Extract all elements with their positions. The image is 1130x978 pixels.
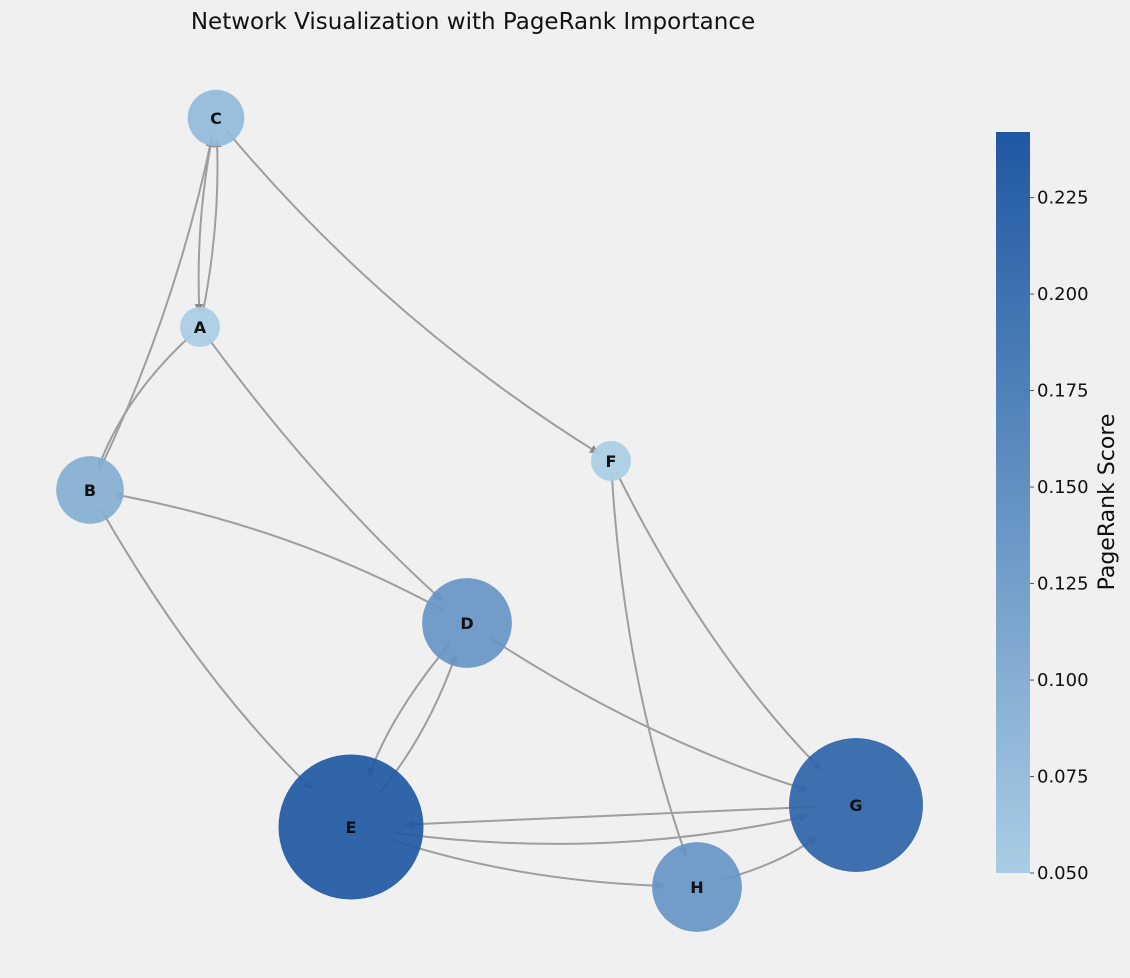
node-label-G: G xyxy=(849,796,862,815)
edge-D-B xyxy=(114,491,444,612)
node-G: G xyxy=(789,738,923,872)
colorbar: 0.050 0.075 0.100 0.125 0.150 0.175 0.200 0.225… xyxy=(996,132,1120,884)
node-circle-H xyxy=(652,842,742,932)
edge-E-G xyxy=(393,813,808,845)
edge-C-A xyxy=(194,134,214,313)
nodes-layer: A B C D E F G H xyxy=(56,89,923,932)
edge-B-C xyxy=(97,137,215,473)
edge-A-B xyxy=(97,334,192,468)
colorbar-tick-label: 0.125 xyxy=(1037,574,1089,595)
chart-title: Network Visualization with PageRank Impo… xyxy=(191,9,755,35)
node-circle-A xyxy=(180,307,220,347)
edge-G-E xyxy=(404,805,816,829)
edge-F-H xyxy=(610,472,688,857)
node-C: C xyxy=(187,89,245,147)
node-label-C: C xyxy=(210,109,222,128)
node-H: H xyxy=(652,842,742,932)
node-E: E xyxy=(278,754,424,900)
node-B: B xyxy=(56,456,124,524)
node-label-F: F xyxy=(606,452,617,471)
colorbar-tick-label: 0.075 xyxy=(1037,767,1089,788)
colorbar-ticks: 0.050 0.075 0.100 0.125 0.150 0.175 0.200 0.225 xyxy=(1030,188,1089,884)
node-circle-E xyxy=(278,754,424,900)
node-F: F xyxy=(591,441,631,481)
node-label-H: H xyxy=(690,878,703,897)
edge-C-F xyxy=(226,130,600,454)
edge-E-H xyxy=(392,839,665,891)
node-label-B: B xyxy=(84,481,96,500)
node-D: D xyxy=(422,578,512,668)
edge-F-G xyxy=(615,471,822,770)
node-label-D: D xyxy=(460,614,473,633)
colorbar-tick-label: 0.100 xyxy=(1037,670,1089,691)
node-A: A xyxy=(180,307,220,347)
colorbar-tick-label: 0.175 xyxy=(1037,381,1089,402)
node-circle-F xyxy=(591,441,631,481)
node-circle-G xyxy=(789,738,923,872)
edge-D-G xyxy=(489,636,809,793)
edge-A-D xyxy=(206,336,443,602)
edges-layer xyxy=(97,130,822,891)
edge-B-E xyxy=(99,507,313,790)
node-label-E: E xyxy=(346,818,357,837)
edge-D-E xyxy=(367,643,451,777)
node-circle-C xyxy=(187,89,245,147)
node-label-A: A xyxy=(194,318,207,337)
colorbar-tick-label: 0.200 xyxy=(1037,284,1089,305)
node-circle-B xyxy=(56,456,124,524)
node-circle-D xyxy=(422,578,512,668)
colorbar-tick-label: 0.150 xyxy=(1037,477,1089,498)
edge-A-C xyxy=(201,138,222,316)
colorbar-tick-label: 0.225 xyxy=(1037,188,1089,209)
colorbar-gradient xyxy=(996,132,1030,873)
colorbar-tick-label: 0.050 xyxy=(1037,863,1089,884)
colorbar-label: PageRank Score xyxy=(1095,414,1120,591)
